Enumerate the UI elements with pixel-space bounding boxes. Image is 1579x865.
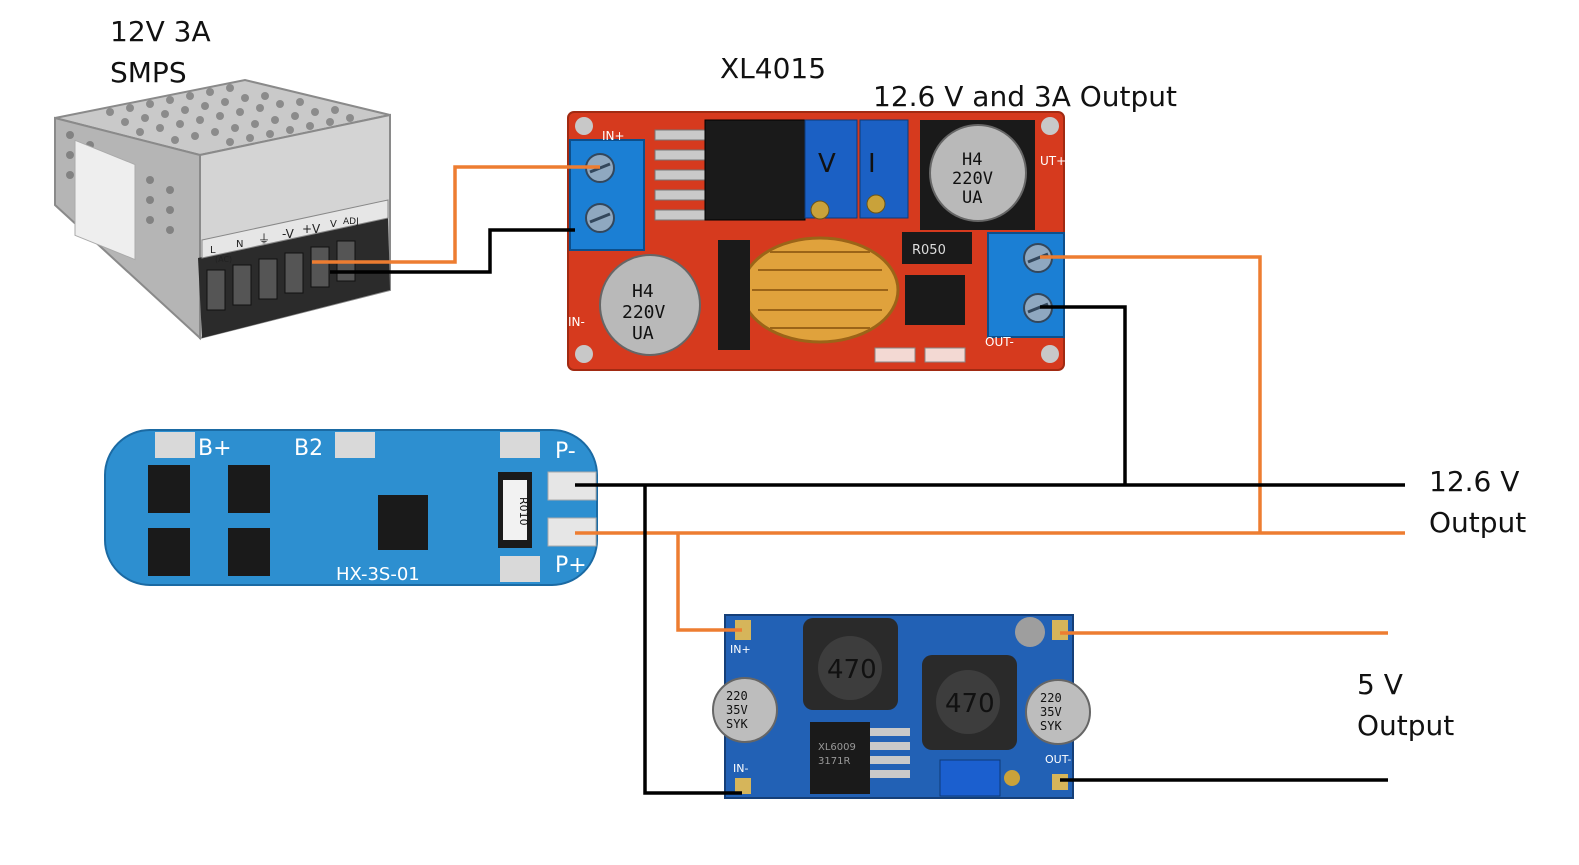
smps-label: 12V 3A SMPS [110, 12, 211, 93]
positive-wires [312, 165, 1405, 635]
output-12v-label-line2: Output [1429, 505, 1527, 539]
wire-bus-to-buck-in-minus [643, 485, 742, 795]
buck-chip-text-1: XL6009 [818, 742, 856, 753]
xl-in-minus-label: IN- [568, 315, 585, 329]
xl-cap-in-text-1: H4 [632, 281, 654, 302]
xl-pot-v-label: V [818, 149, 836, 179]
xl4015-output-label: 12.6 V and 3A Output [873, 80, 1178, 113]
buck-out-minus-label: OUT- [1045, 753, 1071, 766]
xl-cap-in-text-3: UA [632, 323, 654, 344]
buck-cap-1-text-2: 35V [726, 703, 748, 717]
buck-inductor-2-label: 470 [945, 689, 995, 719]
xl4015-label: XL4015 [720, 52, 827, 85]
buck-in-minus-label: IN- [733, 762, 748, 775]
smps-terminal-pos-v: +V [302, 222, 321, 236]
bms-r010-label: R010 [517, 497, 530, 526]
xl-cap-out-text-1: H4 [962, 150, 982, 170]
xl-cap-out-text-2: 220V [952, 169, 993, 189]
xl-pot-i-label: I [868, 149, 876, 179]
output-5v-label: 5 V Output [1357, 665, 1454, 746]
wire-smps-to-xl-negative [330, 228, 575, 274]
bms-model-label: HX-3S-01 [336, 564, 420, 585]
output-12v-label-line1: 12.6 V [1429, 465, 1520, 498]
buck-cap-1-text-1: 220 [726, 689, 748, 703]
buck-cap-2-text-1: 220 [1040, 691, 1062, 705]
bms-b2-label: B2 [294, 436, 323, 461]
wire-xl-out-negative-to-bus [1040, 305, 1127, 485]
buck-cap-2-text-3: SYK [1040, 719, 1062, 733]
bms-b-plus-label: B+ [198, 436, 232, 461]
buck-in-plus-label: IN+ [730, 643, 751, 656]
wire-xl-out-positive-to-bus [1040, 255, 1262, 533]
buck-cap-2-text-2: 35V [1040, 705, 1062, 719]
smps-terminal-n: N [236, 239, 243, 250]
buck-inductor-1-label: 470 [827, 655, 877, 685]
negative-wires [330, 228, 1405, 795]
smps-terminal-ac: (AC) [215, 255, 232, 264]
output-5v-label-line1: 5 V [1357, 668, 1403, 701]
bms-p-plus-label: P+ [555, 553, 587, 578]
wire-bus-to-buck-in-plus [676, 533, 742, 632]
output-5v-label-line2: Output [1357, 708, 1455, 742]
xl-resistor-label: R050 [912, 243, 946, 258]
smps-terminal-l: L [210, 245, 216, 256]
smps-power-supply: L N (AC) ⏚ -V +V V ADJ [54, 78, 391, 341]
buck-cap-1-text-3: SYK [726, 717, 748, 731]
xl4015-board: IN+ IN- V I H4 220V UA UT+ H4 220V UA [567, 111, 1066, 371]
wire-smps-to-xl-positive [312, 165, 600, 264]
smps-terminal-adj: ADJ [343, 217, 359, 227]
bms-p-minus-label: P- [555, 439, 576, 464]
output-12v-label: 12.6 V Output [1429, 462, 1526, 543]
bms-board: B+ B2 P- P+ R010 HX-3S-01 [104, 429, 598, 586]
xl-cap-in-text-2: 220V [622, 302, 666, 323]
xl-cap-out-text-3: UA [962, 188, 982, 208]
smps-terminal-neg-v: -V [282, 227, 295, 241]
xl-out-plus-label: UT+ [1040, 154, 1066, 168]
buck-board: IN+ IN- OUT- 470 470 220 35V SYK 220 35V… [712, 614, 1091, 799]
smps-terminal-ground-icon: ⏚ [258, 232, 270, 246]
buck-chip-text-2: 3171R [818, 756, 850, 767]
smps-label-line1: 12V 3A [110, 15, 211, 48]
smps-label-line2: SMPS [110, 55, 187, 89]
xl-in-plus-label: IN+ [602, 129, 625, 143]
xl-out-minus-label: OUT- [985, 335, 1014, 349]
smps-terminal-v-adj: V [330, 219, 337, 230]
